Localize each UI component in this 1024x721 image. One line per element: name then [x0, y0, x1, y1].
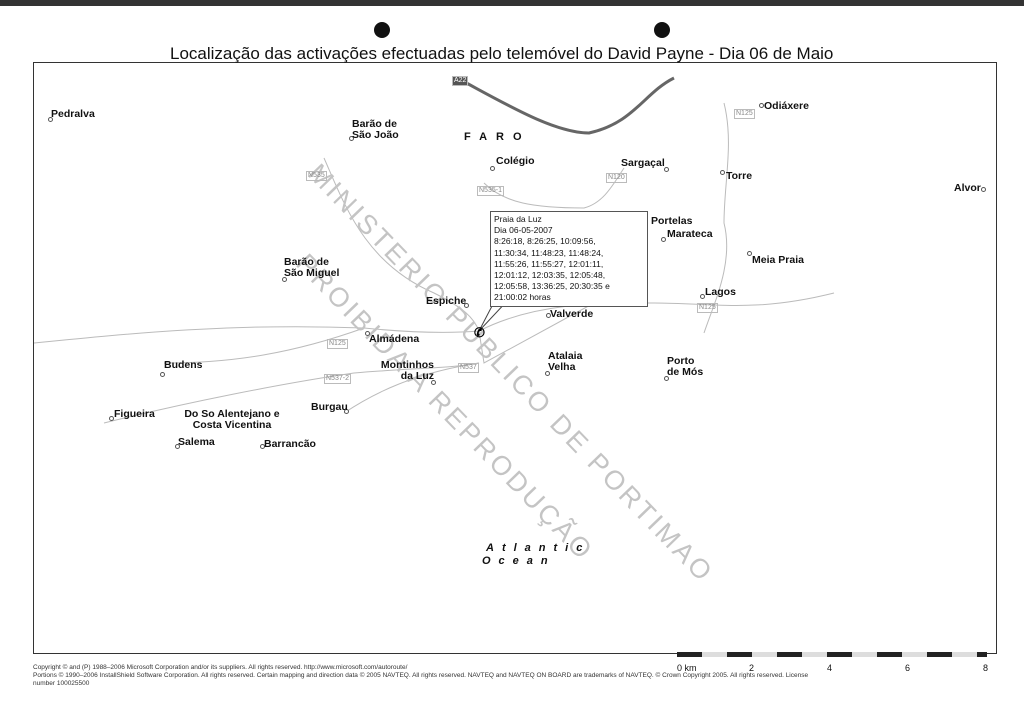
a22-motorway: [458, 76, 675, 135]
road: [478, 302, 595, 364]
callout-times: 12:01:12, 12:03:35, 12:05:48,: [494, 270, 606, 281]
place-label: Barão de São Miguel: [284, 256, 340, 279]
callout-title: Praia da Luz: [494, 214, 542, 224]
place-label: Colégio: [496, 155, 535, 167]
place-dot: [160, 372, 165, 377]
road: [483, 167, 625, 209]
scan-edge: [0, 0, 1024, 6]
road: [34, 326, 480, 344]
copyright-line: Portions © 1990–2006 InstallShield Softw…: [33, 672, 809, 679]
page-title: Localização das activações efectuadas pe…: [170, 44, 834, 63]
place-dot: [490, 166, 495, 171]
place-dot: [48, 117, 53, 122]
place-label: Do So Alentejano e Costa Vicentina: [184, 408, 280, 431]
place-label: Torre: [726, 170, 753, 182]
scale-bar: [677, 652, 987, 657]
callout-date: Dia 06-05-2007: [494, 225, 553, 236]
region-label: FARO: [464, 131, 531, 143]
place-label: Montinhos da Luz: [380, 359, 434, 382]
place-dot: [759, 103, 764, 108]
place-dot: [365, 331, 370, 336]
place-dot: [664, 376, 669, 381]
copyright-line: number 100025500: [33, 680, 90, 687]
scale-tick: 4: [827, 663, 833, 673]
callout-times: 21:00:02 horas: [494, 292, 551, 303]
place-label: Almádena: [369, 333, 420, 345]
road-shield: N125: [327, 339, 348, 349]
road: [343, 362, 480, 414]
scale-tick: 0 km: [677, 663, 697, 673]
place-label: Barão de São João: [352, 118, 399, 141]
place-dot: [747, 251, 752, 256]
place-label: Alvor: [954, 182, 981, 194]
road: [163, 327, 365, 364]
place-dot: [661, 237, 666, 242]
place-label: Valverde: [550, 308, 594, 320]
copyright-footer: Copyright © and (P) 1988–2006 Microsoft …: [33, 664, 953, 688]
road-shield: N120: [606, 173, 627, 183]
place-label: Burgau: [311, 401, 348, 413]
place-dot: [431, 380, 436, 385]
place-label: Atalaia Velha: [548, 350, 583, 373]
place-dot: [720, 170, 725, 175]
place-dot: [349, 136, 354, 141]
callout-times: 11:55:26, 11:55:27, 12:01:11,: [494, 258, 604, 269]
road-shield: N125: [697, 303, 718, 313]
road-shield: N537-2: [324, 374, 351, 384]
place-label: Meia Praia: [752, 254, 804, 266]
place-label: Portelas: [651, 215, 693, 227]
road: [703, 102, 729, 334]
place-dot: [700, 294, 705, 299]
place-label: Figueira: [114, 408, 155, 420]
road-shield: N537: [458, 363, 479, 373]
place-dot: [109, 416, 114, 421]
road-shield: N535-1: [477, 186, 504, 196]
activation-callout: Praia da Luz Dia 06-05-2007 8:26:18, 8:2…: [490, 211, 648, 307]
place-dot: [664, 167, 669, 172]
place-label: Budens: [164, 359, 203, 371]
callout-times: 8:26:18, 8:26:25, 10:09:56,: [494, 236, 596, 247]
callout-times: 12:05:58, 13:36:25, 20:30:35 e: [494, 281, 610, 292]
place-label: Sargaçal: [621, 157, 665, 169]
ocean-label: Ocean: [482, 555, 556, 567]
place-dot: [981, 187, 986, 192]
place-dot: [260, 444, 265, 449]
place-label: Odiáxere: [764, 100, 809, 112]
place-label: Salema: [178, 436, 215, 448]
place-label: Barrancão: [264, 438, 316, 450]
callout-times: 11:30:34, 11:48:23, 11:48:24,: [494, 247, 604, 258]
punch-hole: [654, 22, 670, 38]
scale-tick: 6: [905, 663, 911, 673]
map-frame[interactable]: MINISTERIO PUBLICO DE PORTIMAO PROIBIDA …: [33, 62, 997, 654]
place-dot: [282, 277, 287, 282]
place-label: Porto de Mós: [667, 355, 704, 378]
place-dot: [464, 303, 469, 308]
place-dot: [546, 313, 551, 318]
copyright-line: Copyright © and (P) 1988–2006 Microsoft …: [33, 664, 408, 671]
place-label: Espiche: [426, 295, 467, 307]
place-dot: [344, 409, 349, 414]
place-dot: [545, 371, 550, 376]
punch-hole: [374, 22, 390, 38]
place-label: Pedralva: [51, 108, 95, 120]
place-label: Lagos: [705, 286, 736, 298]
place-label: Marateca: [667, 228, 713, 240]
road-shield: A22: [452, 76, 469, 86]
road: [323, 157, 480, 332]
scale-tick: 2: [749, 663, 755, 673]
road: [478, 292, 835, 332]
road-shield: N535: [306, 171, 327, 181]
scale-tick: 8: [983, 663, 989, 673]
ocean-label: Atlantic: [486, 542, 591, 554]
road-shield: N125: [734, 109, 755, 119]
place-dot: [175, 444, 180, 449]
